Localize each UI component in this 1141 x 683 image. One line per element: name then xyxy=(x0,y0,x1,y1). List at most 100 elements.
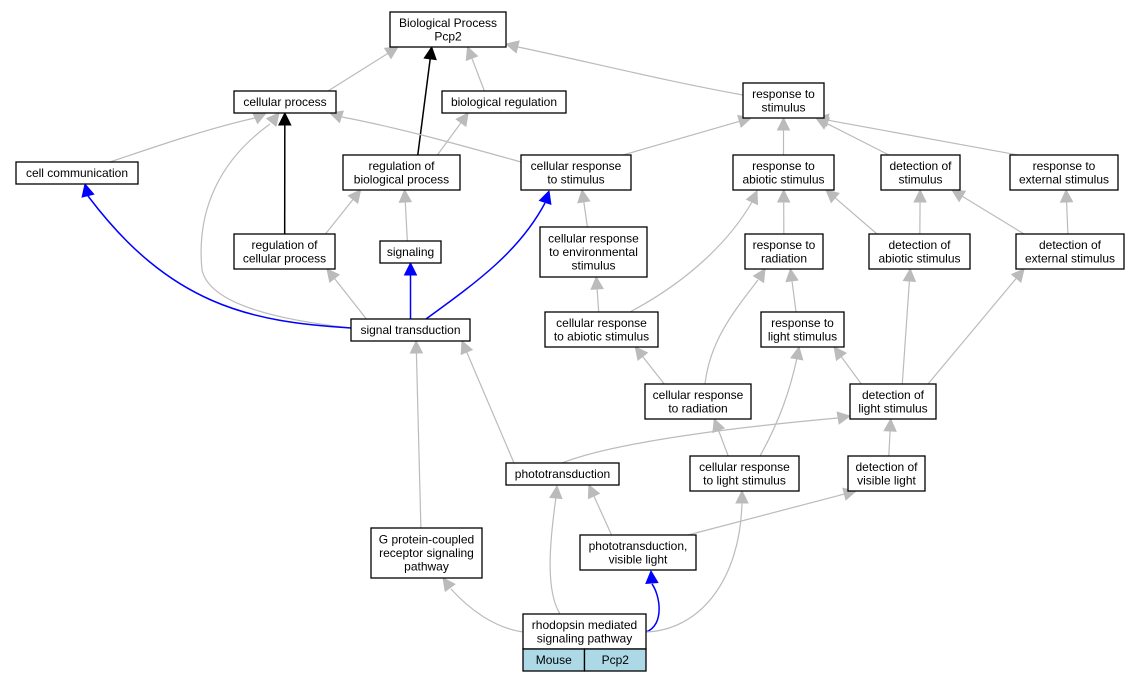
node-box xyxy=(689,455,800,492)
node-cell-communication[interactable]: cell communication xyxy=(15,161,139,185)
node-label-line: receptor signaling xyxy=(379,546,474,560)
edge-response_to_stimulus-to-biological_process xyxy=(517,46,744,96)
arrowhead-cellular_response_to_abiotic_stimulus-to-cellular_response_to_environmental_stimulus xyxy=(590,275,604,290)
node-box xyxy=(522,613,647,650)
arrowhead-response_to_light_stimulus-to-response_to_radiation xyxy=(785,267,799,283)
arrowhead-rhodopsin_mediated_signaling_pathway-to-phototransduction_visible_light xyxy=(645,569,659,584)
edge-signaling-to-regulation_of_biological_process xyxy=(404,201,408,242)
node-label-line: abiotic stimulus xyxy=(742,172,824,186)
node-label-line: detection of xyxy=(889,159,952,173)
node-label-line: detection of xyxy=(1039,238,1102,252)
edge-cellular_process-to-biological_process xyxy=(327,52,389,92)
node-box xyxy=(505,462,620,486)
node-biological-regulation[interactable]: biological regulation xyxy=(441,90,567,114)
edge-cellular_response_to_stimulus-to-cellular_process xyxy=(341,116,522,163)
node-box xyxy=(644,383,752,420)
node-label-line: signal transduction xyxy=(360,323,460,337)
arrowhead-cell_communication-to-cellular_process xyxy=(251,111,268,125)
node-signaling[interactable]: signaling xyxy=(379,240,442,264)
node-label-line: detection of xyxy=(855,460,918,474)
arrowhead-signal_transduction-to-cell_communication xyxy=(81,182,95,198)
node-label-line: light stimulus xyxy=(768,329,837,343)
node-label-line: Pcp2 xyxy=(434,29,462,43)
edge-gpcr_signaling_pathway-to-signal_transduction xyxy=(415,352,422,529)
edge-cellular_response_to_light_stimulus-to-response_to_light_stimulus xyxy=(759,357,798,457)
node-label-line: cellular response xyxy=(531,159,622,173)
node-box xyxy=(342,154,461,191)
node-label-line: signaling xyxy=(387,245,434,259)
arrowhead-detection_of_light_stimulus-to-detection_of_abiotic_stimulus xyxy=(902,267,917,282)
node-label-line: to environmental xyxy=(549,245,638,259)
edge-rhodopsin_mediated_signaling_pathway-to-phototransduction_visible_light xyxy=(645,583,660,633)
node-label-line: regulation of xyxy=(368,159,435,173)
arrowhead-signaling-to-regulation_of_biological_process xyxy=(398,188,413,203)
arrowhead-regulation_of_biological_process-to-biological_process xyxy=(423,45,437,61)
node-label-line: cellular process xyxy=(243,95,326,109)
arrowhead-cellular_response_to_light_stimulus-to-response_to_light_stimulus xyxy=(790,345,804,361)
node-box xyxy=(379,240,442,264)
node-label-line: cellular response xyxy=(548,232,639,246)
node-box xyxy=(441,90,567,114)
arrowhead-signal_transduction-to-signaling xyxy=(403,261,418,276)
node-box xyxy=(15,161,139,185)
node-label-line: cellular process xyxy=(243,251,326,265)
node-label-line: pathway xyxy=(404,560,449,574)
arrowhead-regulation_of_cellular_process-to-cellular_process xyxy=(278,111,292,126)
node-label-line: response to xyxy=(752,159,815,173)
node-label-line: Biological Process xyxy=(399,16,497,30)
edge-rhodopsin_mediated_signaling_pathway-to-cellular_response_to_light_stimulus xyxy=(645,502,743,633)
node-label-line: external stimulus xyxy=(1019,172,1109,186)
node-label-line: to abiotic stimulus xyxy=(554,329,649,343)
arrowhead-signal_transduction-to-regulation_of_cellular_process xyxy=(326,268,341,284)
node-label-line: response to xyxy=(752,87,815,101)
node-signal-transduction[interactable]: signal transduction xyxy=(350,318,471,342)
edge-response_to_external_stimulus-to-response_to_stimulus xyxy=(827,119,1019,156)
node-label-line: response to xyxy=(1033,159,1096,173)
edge-detection_of_external_stimulus-to-response_to_external_stimulus xyxy=(1065,201,1069,235)
node-label-line: phototransduction xyxy=(515,467,610,481)
arrowhead-regulation_of_biological_process-to-biological_regulation xyxy=(455,112,469,128)
arrowhead-phototransduction-to-signal_transduction xyxy=(460,339,474,356)
arrowhead-response_to_stimulus-to-biological_process xyxy=(504,40,520,54)
legend-cell-label: Pcp2 xyxy=(602,653,630,667)
node-box xyxy=(880,154,961,191)
edge-cellular_response_to_radiation-to-cellular_response_to_abiotic_stimulus xyxy=(642,356,665,385)
node-phototransduction-visible-light[interactable]: phototransduction,visible light xyxy=(579,534,697,571)
node-phototransduction[interactable]: phototransduction xyxy=(505,462,620,486)
node-box xyxy=(350,318,471,342)
node-label-line: to light stimulus xyxy=(703,473,786,487)
edge-detection_of_light_stimulus-to-response_to_light_stimulus xyxy=(840,356,862,385)
edge-detection_of_external_stimulus-to-detection_of_stimulus xyxy=(961,195,1025,235)
node-cellular-process[interactable]: cellular process xyxy=(233,90,337,114)
node-label-line: external stimulus xyxy=(1025,251,1115,265)
edge-signal_transduction-to-regulation_of_cellular_process xyxy=(333,278,367,320)
edge-signal_transduction-to-cell_communication xyxy=(87,195,352,329)
arrowhead-detection_of_external_stimulus-to-response_to_external_stimulus xyxy=(1059,188,1074,203)
node-label-line: rhodopsin mediated xyxy=(532,618,637,632)
arrowhead-phototransduction_visible_light-to-phototransduction xyxy=(587,483,601,500)
arrowhead-rhodopsin_mediated_signaling_pathway-to-gpcr_signaling_pathway xyxy=(442,577,456,593)
arrowhead-gpcr_signaling_pathway-to-signal_transduction xyxy=(409,339,424,354)
node-label-line: regulation of xyxy=(251,238,318,252)
node-label-line: stimulus xyxy=(761,100,805,114)
